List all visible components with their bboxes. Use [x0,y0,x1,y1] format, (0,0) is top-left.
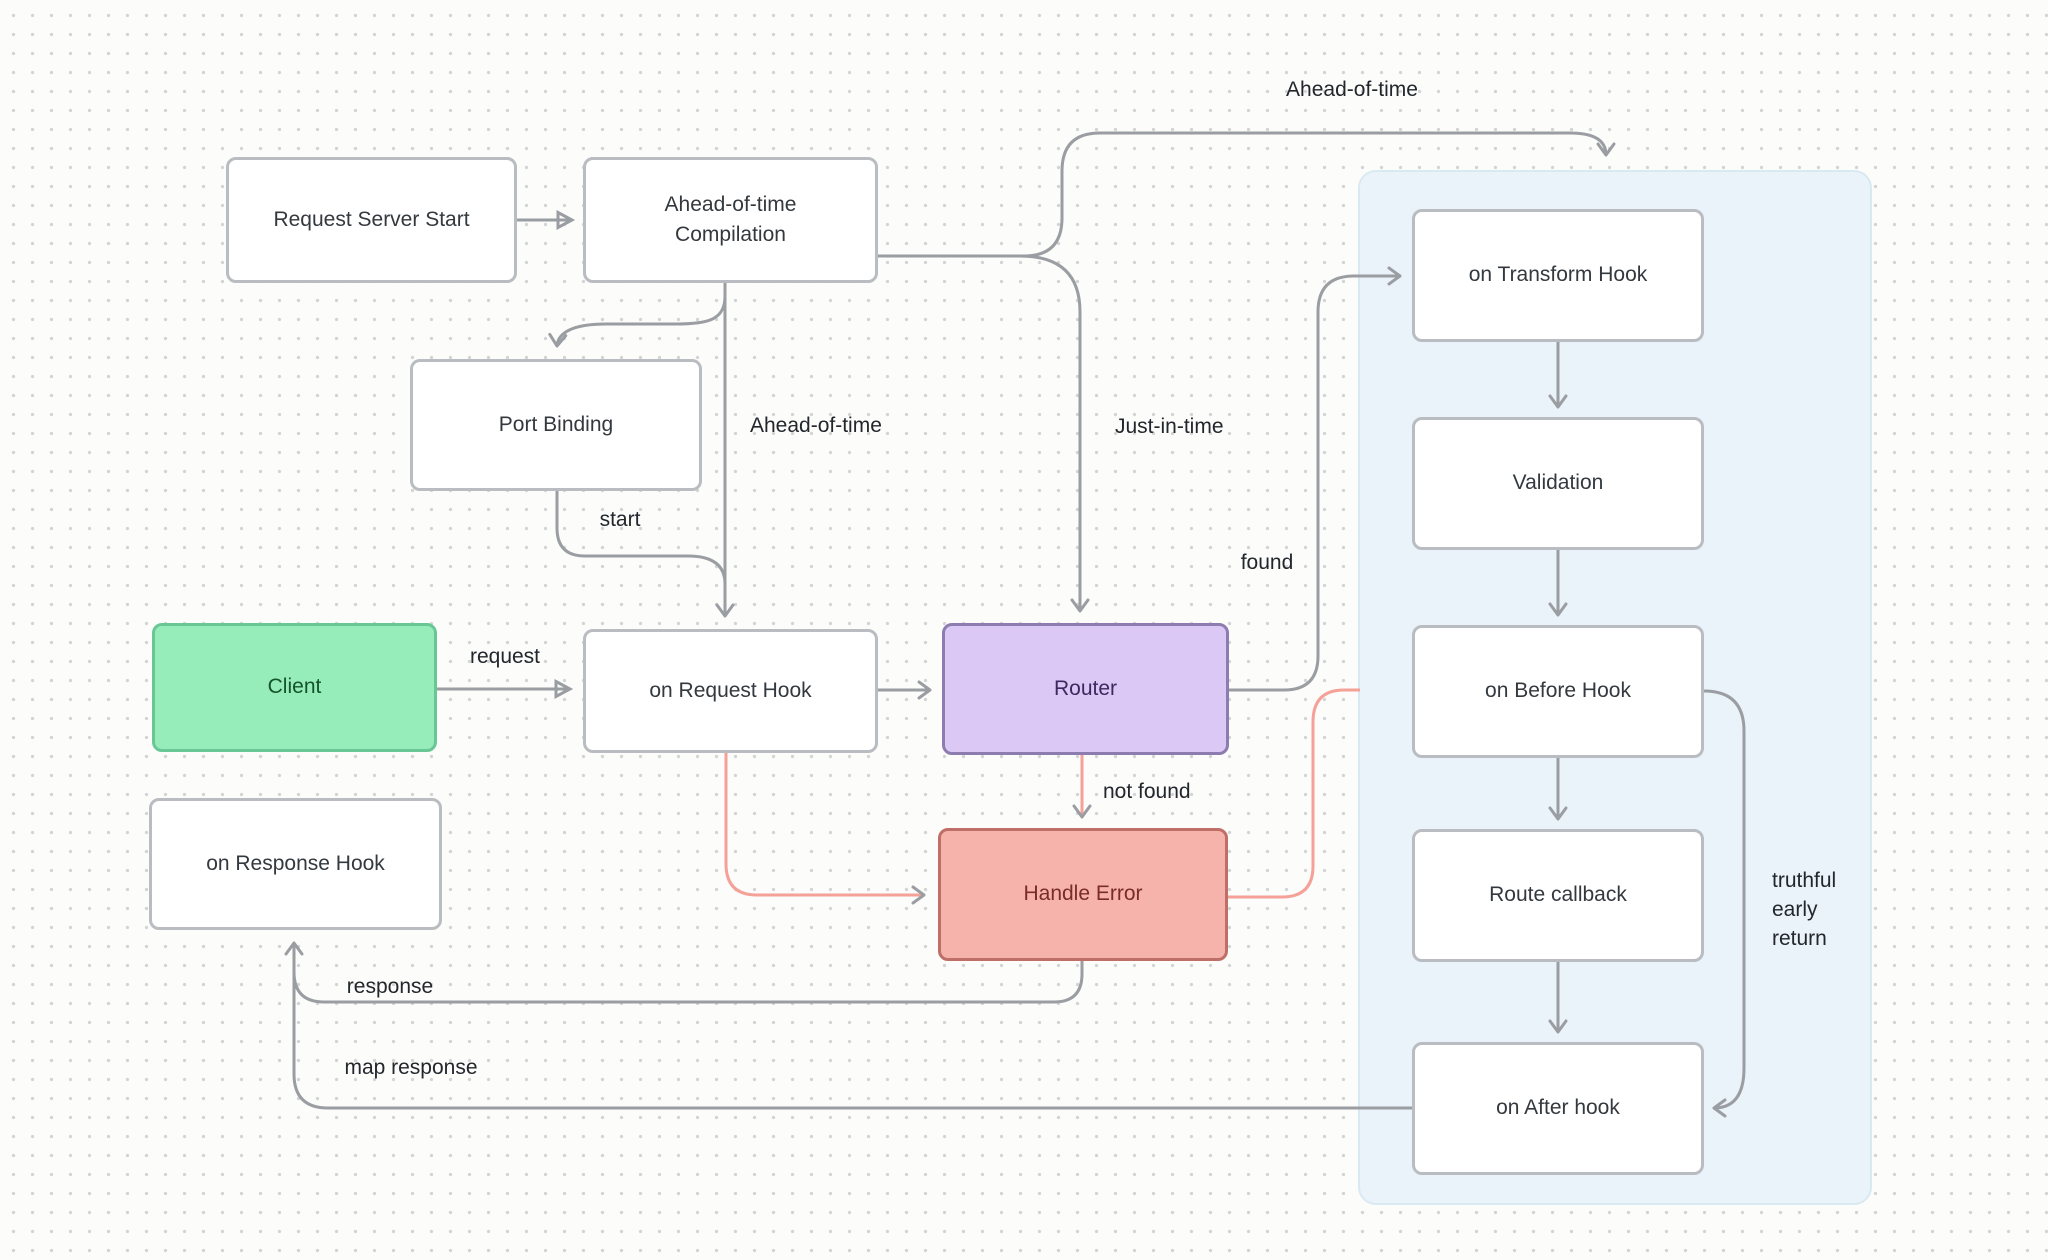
node-ahead-of-time-compilation[interactable]: Ahead-of-time Compilation [583,157,878,283]
node-label: on After hook [1496,1096,1620,1120]
node-validation[interactable]: Validation [1412,417,1704,550]
node-label: on Response Hook [206,851,385,875]
node-label: on Transform Hook [1468,263,1648,287]
label-line: return [1772,927,1827,950]
node-on-response-hook[interactable]: on Response Hook [149,798,442,930]
edge-map-response [292,952,1412,1110]
edge-truthful-early-return [1703,689,1746,1118]
node-label: Validation [1512,471,1604,495]
node-label: Router [1053,676,1118,700]
node-label: Route callback [1489,883,1627,907]
node-handle-error[interactable]: Handle Error [938,828,1228,961]
label-response: response [346,975,434,998]
edge-jit-to-router [1019,254,1090,613]
node-label: Ahead-of-time Compilation [664,192,797,246]
node-on-request-hook[interactable]: on Request Hook [583,629,878,753]
label-line: truthful [1772,869,1837,892]
node-on-before-hook[interactable]: on Before Hook [1412,625,1704,758]
node-label: Request Server Start [273,207,470,231]
node-label: Client [267,675,322,699]
edge-handle-error-to-panel [1228,688,1360,899]
node-label: on Before Hook [1485,679,1631,703]
node-request-server-start[interactable]: Request Server Start [226,157,517,283]
label-not-found: not found [1103,780,1191,803]
label-map-response: map response [344,1056,478,1079]
label-truthful-early-return: truthful early return [1772,866,1892,953]
node-client[interactable]: Client [152,623,437,752]
edge-port-binding-start [555,491,727,585]
label-request: request [469,645,541,668]
edge-aot-bypass-top [878,131,1616,258]
node-label: Port Binding [498,412,614,436]
node-on-transform-hook[interactable]: on Transform Hook [1412,209,1704,342]
edge-router-found [1229,266,1402,692]
node-router[interactable]: Router [942,623,1229,755]
node-on-after-hook[interactable]: on After hook [1412,1042,1704,1175]
edge-request-hook-to-handle-error [724,753,926,905]
label-start: start [599,508,641,531]
label-ahead-of-time-top: Ahead-of-time [1286,78,1418,101]
node-label: on Request Hook [649,678,812,702]
node-label: Handle Error [1023,882,1143,906]
node-route-callback[interactable]: Route callback [1412,829,1704,962]
label-found: found [1240,551,1294,574]
label-ahead-of-time-mid: Ahead-of-time [750,414,882,437]
label-just-in-time: Just-in-time [1115,415,1224,438]
label-line: early [1772,898,1818,921]
edge-aot-to-port-binding [548,295,727,348]
edge-handle-error-response [284,941,1084,1004]
node-port-binding[interactable]: Port Binding [410,359,702,491]
